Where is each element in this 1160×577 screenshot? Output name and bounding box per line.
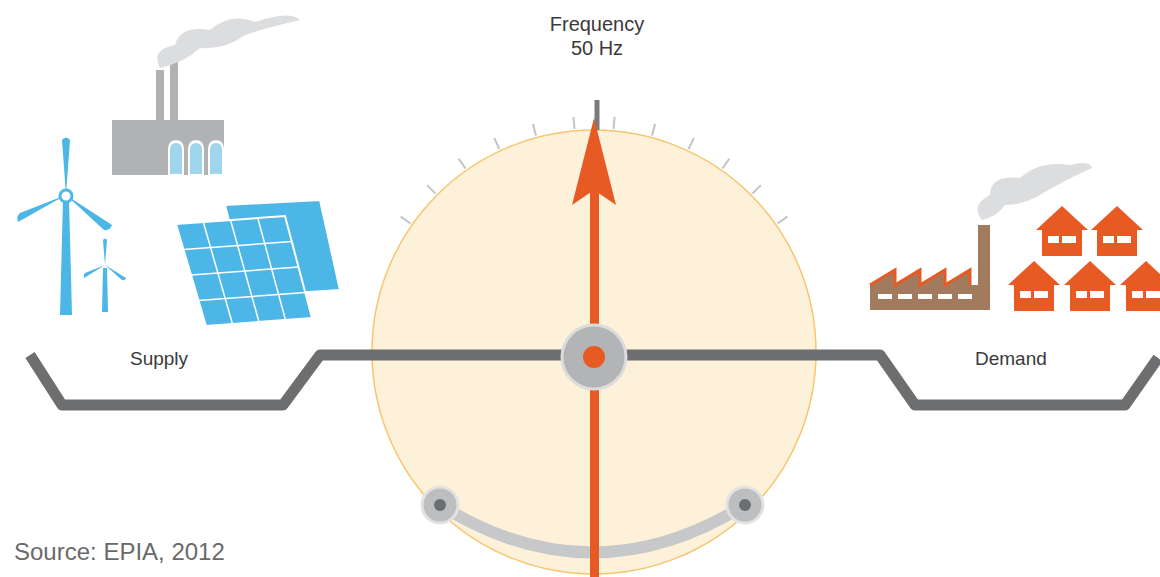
solar-panels xyxy=(176,200,340,326)
panel-line xyxy=(199,293,306,301)
house-wall xyxy=(1097,230,1137,256)
turbine-hub xyxy=(60,190,72,202)
house-wall xyxy=(1126,285,1160,311)
house-window xyxy=(1048,236,1076,243)
turbine-blade xyxy=(84,265,105,278)
hub-dot xyxy=(583,346,605,368)
turbine-blade xyxy=(66,195,112,230)
gauge-tick xyxy=(752,185,760,193)
gauge-tick xyxy=(427,185,435,193)
turbine-blade xyxy=(62,138,70,196)
window-bar xyxy=(1114,236,1117,243)
cooling-tower xyxy=(188,140,204,176)
panel-line xyxy=(184,242,292,250)
window-bar xyxy=(1031,291,1034,298)
cooling-tower-fill xyxy=(210,143,222,174)
gauge-tick xyxy=(533,124,536,136)
window-bar xyxy=(1059,236,1062,243)
solar-panel xyxy=(176,216,312,326)
source-caption: Source: EPIA, 2012 xyxy=(14,538,225,567)
supply-label: Supply xyxy=(130,348,188,371)
gauge-tick xyxy=(777,217,787,224)
arrow-head xyxy=(572,118,616,205)
cooling-tower-fill xyxy=(190,143,202,174)
gauge-tick xyxy=(494,138,499,149)
gauge-tick xyxy=(689,138,694,149)
plant-chimney xyxy=(170,60,178,122)
pivot-dot xyxy=(434,499,446,511)
panel-grid xyxy=(184,218,306,324)
gauge-tick xyxy=(652,124,655,136)
window-bar xyxy=(1143,291,1146,298)
turbine-tower xyxy=(102,268,108,312)
plant-body xyxy=(112,120,224,175)
gauge-tick xyxy=(722,159,729,169)
frequency-label: Frequency 50 Hz xyxy=(543,12,651,60)
panel-line xyxy=(191,267,299,275)
smoke xyxy=(157,15,300,68)
gauge-tick xyxy=(573,117,574,129)
house-window xyxy=(1020,291,1048,298)
house-window xyxy=(1132,291,1160,298)
house-roof xyxy=(1036,206,1088,230)
gauge-tick xyxy=(614,117,615,129)
house-roof xyxy=(1091,206,1143,230)
house-roof xyxy=(1008,261,1060,285)
factory-windows xyxy=(878,294,972,299)
house-roof xyxy=(1120,261,1160,285)
power-plant xyxy=(112,60,224,176)
houses xyxy=(1008,206,1160,311)
turbine-tower xyxy=(60,200,72,315)
hub xyxy=(562,325,626,389)
factory xyxy=(870,225,990,310)
turbine-blade xyxy=(17,195,66,222)
wind-turbine xyxy=(17,138,112,316)
smoke xyxy=(978,163,1093,220)
pivot-ring xyxy=(727,487,763,523)
wind-turbine-small xyxy=(84,239,126,313)
cooling-tower xyxy=(168,140,184,176)
house-roof xyxy=(1064,261,1116,285)
pivot-ring xyxy=(422,487,458,523)
pivot-dot xyxy=(739,499,751,511)
cooling-tower-fill xyxy=(170,143,182,174)
house-wall xyxy=(1070,285,1110,311)
factory-roof xyxy=(870,270,970,285)
house-window xyxy=(1103,236,1131,243)
gauge-tick xyxy=(459,159,466,169)
house-window xyxy=(1076,291,1104,298)
turbine-blade xyxy=(105,265,126,280)
house-wall xyxy=(1042,230,1082,256)
turbine-blade xyxy=(103,239,107,266)
gauge-tick xyxy=(401,217,411,224)
cooling-tower xyxy=(208,140,224,176)
demand-label: Demand xyxy=(975,348,1047,371)
plant-chimney xyxy=(156,70,164,122)
window-bar xyxy=(1087,291,1090,298)
house-wall xyxy=(1014,285,1054,311)
factory-body xyxy=(870,225,990,310)
